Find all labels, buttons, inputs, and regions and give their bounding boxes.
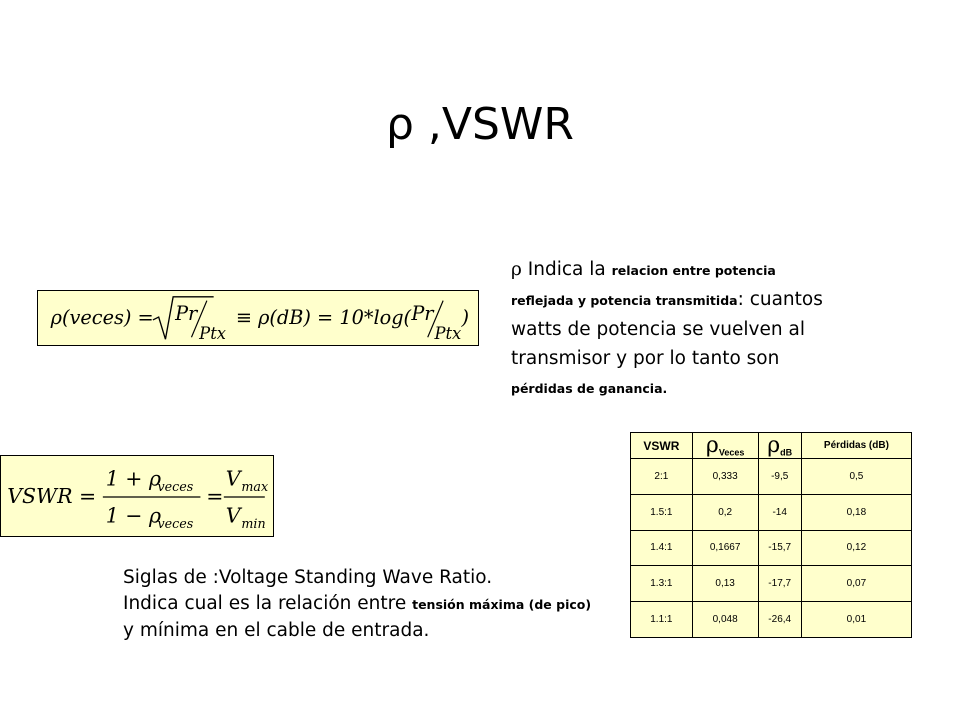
rho-description: ρ Indica la relacion entre potencia refl… <box>511 255 841 403</box>
siglas-line-2a: Indica cual es la relación entre <box>123 593 413 614</box>
table-cell: 1.3:1 <box>630 565 693 603</box>
header-rho-veces: ρVeces <box>691 432 759 459</box>
table-row: 1.5:1 0,2 -14 0,18 <box>630 493 913 531</box>
rho-formula-num1: Pr <box>174 302 199 325</box>
table-row: 1.3:1 0,13 -17,7 0,07 <box>630 565 913 603</box>
rho-formula: ρ(veces) = Pr Ptx ≡ ρ(dB) = 10*log( Pr P… <box>37 290 479 346</box>
table-cell: -17,7 <box>757 565 802 603</box>
rho-formula-den2: Ptx <box>433 324 461 343</box>
fraction-slash-1 <box>190 300 208 338</box>
table-cell: -26,4 <box>757 601 802 638</box>
vswr-formula: VSWR = 1 + ρ veces 1 − ρ veces = V max V… <box>0 455 274 537</box>
desc-part-1: Indica la <box>521 259 612 280</box>
fraction-slash-2 <box>427 300 444 338</box>
desc-part-4: pérdidas de ganancia. <box>511 381 668 396</box>
rho-formula-den1: Ptx <box>198 324 226 343</box>
vswr-formula-den2-sub: min <box>241 516 265 531</box>
table-row: 1.4:1 0,1667 -15,7 0,12 <box>630 529 913 567</box>
vswr-formula-num2-sub: max <box>241 479 268 494</box>
table-row: 2:1 0,333 -9,5 0,5 <box>630 458 913 495</box>
vswr-formula-eq: = <box>206 484 223 508</box>
vswr-description: Siglas de :Voltage Standing Wave Ratio. … <box>123 565 593 644</box>
table-cell: -14 <box>757 493 802 531</box>
rho-formula-num2: Pr <box>410 302 435 325</box>
table-cell: 1.1:1 <box>630 601 693 638</box>
vswr-formula-num1: 1 + ρ <box>106 466 161 490</box>
table-cell: 1.5:1 <box>630 493 693 531</box>
table-cell: 0,5 <box>800 458 913 495</box>
siglas-line-2b: y mínima en el cable de entrada. <box>123 620 430 641</box>
vswr-formula-den2: V <box>226 503 243 527</box>
table-cell: 0,048 <box>691 601 759 638</box>
table-cell: 0,1667 <box>691 529 759 567</box>
header-rho-db: ρdB <box>757 432 802 459</box>
vswr-formula-num2: V <box>226 466 243 490</box>
siglas-line-1: Siglas de :Voltage Standing Wave Ratio. <box>123 567 493 588</box>
vswr-formula-den1-sub: veces <box>157 516 193 531</box>
sqrt-symbol <box>152 296 214 340</box>
rho-formula-lhs: ρ(veces) = <box>50 306 154 329</box>
vswr-formula-graphic: VSWR = 1 + ρ veces 1 − ρ veces = V max V… <box>7 466 268 531</box>
table-row: 1.1:1 0,048 -26,4 0,01 <box>630 601 913 638</box>
rho-symbol: ρ <box>511 259 522 280</box>
vswr-formula-den1: 1 − ρ <box>106 503 161 527</box>
table-cell: 0,07 <box>800 565 913 603</box>
table-cell: 0,13 <box>691 565 759 603</box>
table-cell: 1.4:1 <box>630 529 693 567</box>
table-cell: -15,7 <box>757 529 802 567</box>
desc-part-2: relacion entre potencia reflejada y pote… <box>511 263 776 308</box>
table-cell: 0,333 <box>691 458 759 495</box>
table-cell: 2:1 <box>630 458 693 495</box>
header-vswr: VSWR <box>630 432 693 459</box>
table-header-row: VSWR ρVeces ρdB Pérdidas (dB) <box>630 432 913 459</box>
table-cell: 0,2 <box>691 493 759 531</box>
vswr-table: VSWR ρVeces ρdB Pérdidas (dB) 2:1 0,333 … <box>630 432 913 638</box>
desc-part-3: : cuantos watts de potencia se vuelven a… <box>511 289 823 369</box>
table-cell: 0,01 <box>800 601 913 638</box>
vswr-formula-num1-sub: veces <box>157 479 193 494</box>
siglas-line-2-small: tensión máxima (de pico) <box>412 597 592 612</box>
rho-formula-mid: ≡ ρ(dB) = 10*log( <box>236 306 412 329</box>
rho-formula-graphic: ρ(veces) = Pr Ptx ≡ ρ(dB) = 10*log( Pr P… <box>50 296 469 343</box>
rho-formula-close: ) <box>460 306 469 329</box>
vswr-formula-lhs: VSWR = <box>7 484 96 508</box>
table-cell: 0,18 <box>800 493 913 531</box>
table-cell: -9,5 <box>757 458 802 495</box>
slide-title: ρ ,VSWR <box>385 99 574 150</box>
table-cell: 0,12 <box>800 529 913 567</box>
header-perdidas: Pérdidas (dB) <box>800 432 913 459</box>
